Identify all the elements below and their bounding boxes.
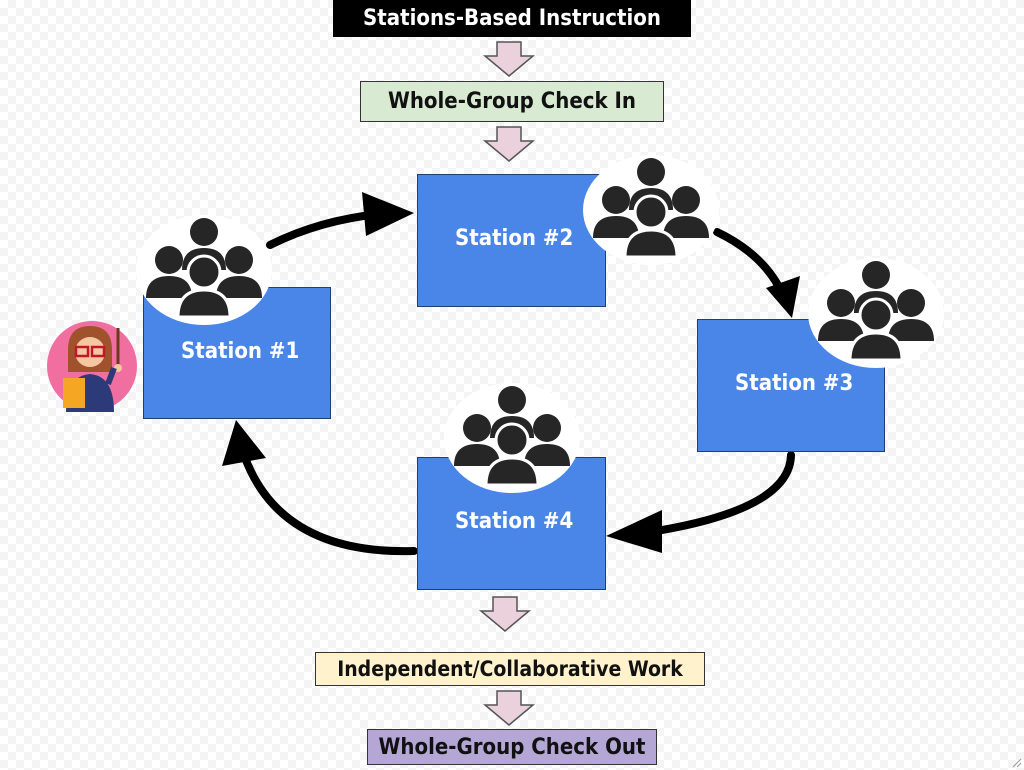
people-group-icon <box>444 383 580 493</box>
curved-arrow-icon <box>266 192 414 249</box>
people-group-icon <box>808 258 944 368</box>
station-2-box <box>417 174 606 307</box>
down-arrow-icon <box>484 690 534 726</box>
whole-group-check-out: Whole-Group Check Out <box>367 729 657 765</box>
curved-arrow-icon <box>222 420 418 556</box>
station-2-label: Station #2 <box>455 226 574 251</box>
whole-group-check-in: Whole-Group Check In <box>360 81 664 122</box>
down-arrow-icon <box>480 596 530 632</box>
down-arrow-icon <box>484 126 534 162</box>
diagram-title: Stations-Based Instruction <box>333 0 691 37</box>
down-arrow-icon <box>484 41 534 77</box>
curved-arrow-icon <box>606 451 795 553</box>
people-group-icon <box>583 155 719 265</box>
station-3-label: Station #3 <box>735 371 854 396</box>
station-1-label: Station #1 <box>181 339 300 364</box>
curved-arrow-icon <box>713 228 800 318</box>
independent-collaborative-work: Independent/Collaborative Work <box>315 652 705 686</box>
teacher-icon <box>47 321 137 412</box>
resize-handle-icon[interactable] <box>1010 756 1022 768</box>
people-group-icon <box>136 215 272 325</box>
station-4-label: Station #4 <box>455 509 574 534</box>
